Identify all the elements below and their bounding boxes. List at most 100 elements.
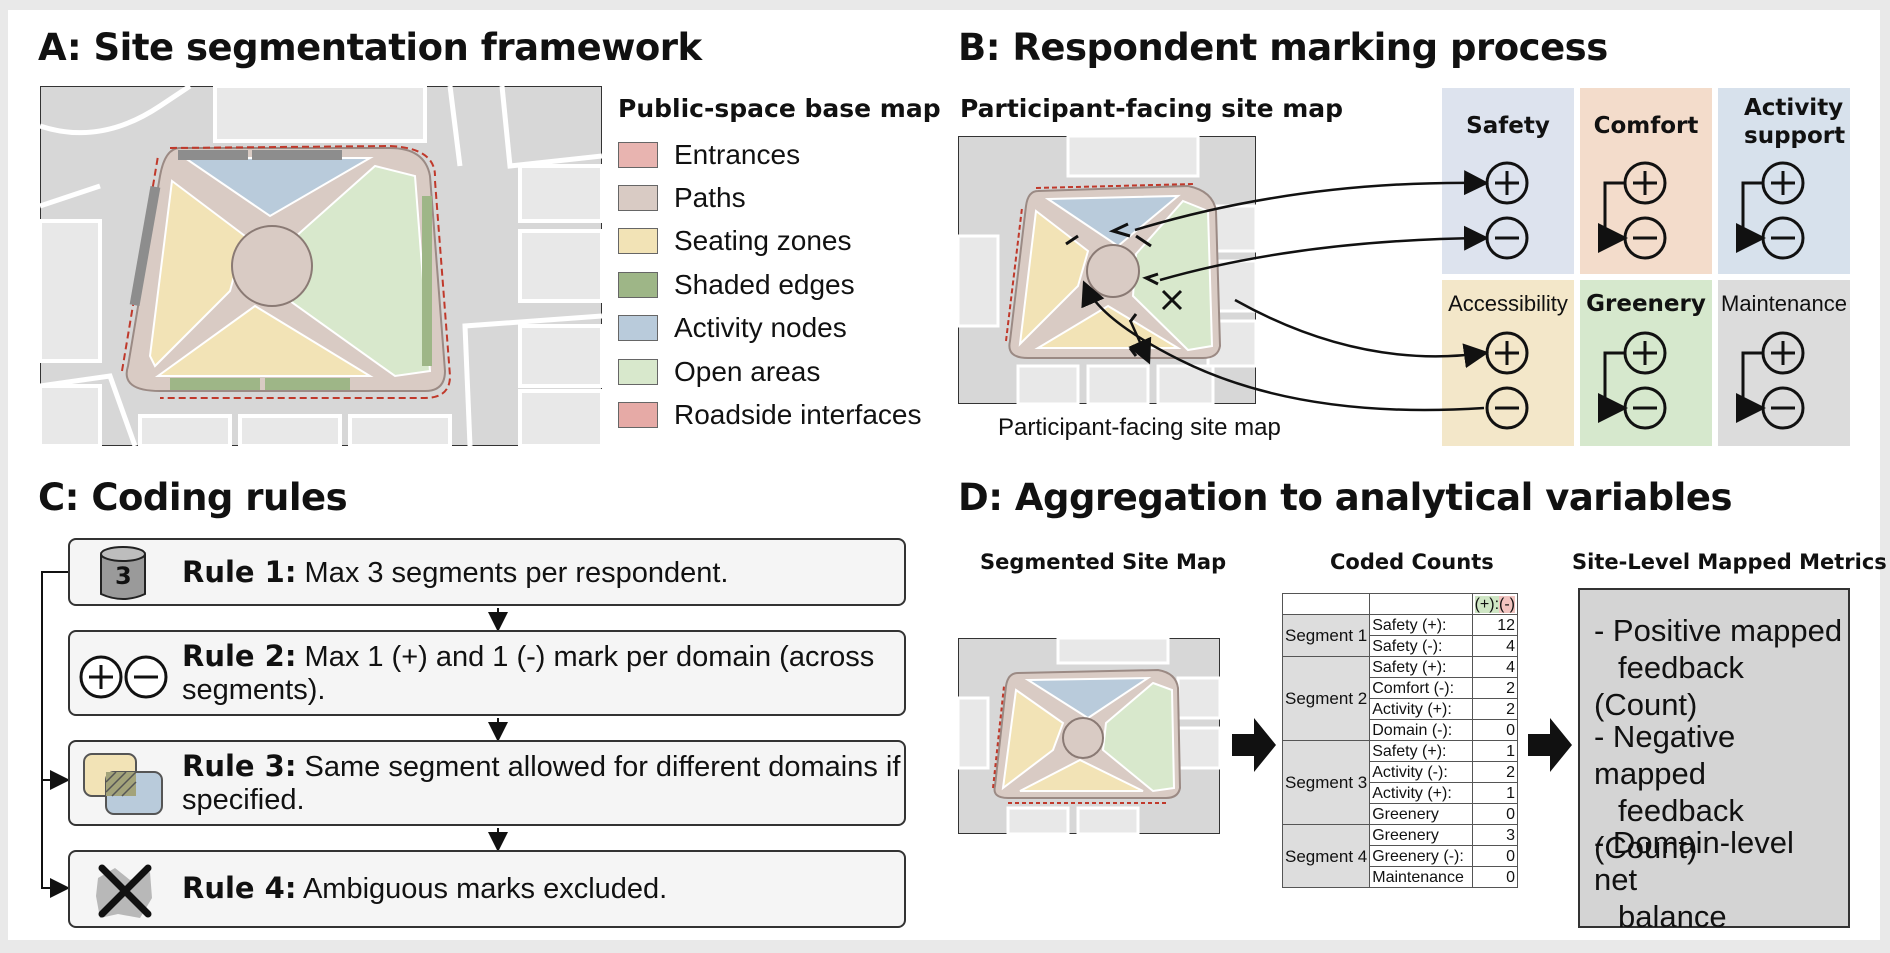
row-value: 1 [1471, 782, 1519, 804]
segment-label: Segment 4 [1281, 824, 1371, 888]
plus-minus-symbols [1485, 161, 1805, 430]
metric-line: - Negative mapped [1594, 719, 1736, 791]
row-label: Safety (+): [1369, 740, 1473, 762]
table-row: Safety (-): 4 [1283, 635, 1519, 657]
row-value: 4 [1471, 656, 1519, 678]
metric-positive: - Positive mapped feedback (Count) [1594, 612, 1844, 723]
row-label: Greenery (-): [1369, 845, 1473, 867]
rule-3-text: Rule 3: Same segment allowed for differe… [182, 750, 900, 817]
segmented-site-map [958, 638, 1220, 834]
table-row: Segment 2 Safety (+): 4 [1281, 656, 1519, 741]
table-row: Activity (+): 1 [1283, 782, 1519, 804]
rule-label: Rule 1: [182, 555, 297, 589]
site-map-a [40, 86, 602, 446]
legend-item-entrances: Entrances [618, 138, 800, 172]
metric-domain-balance: - Domain-level net balance [1594, 824, 1844, 935]
domain-title: Greenery [1586, 291, 1706, 317]
legend-swatch [618, 185, 658, 211]
legend-swatch [618, 315, 658, 341]
segment-label: Segment 3 [1281, 740, 1371, 825]
row-value: 4 [1471, 635, 1519, 657]
row-label: Activity (-): [1369, 761, 1473, 783]
rule-1-icon-number: 3 [115, 562, 132, 590]
rule-body-cont: specified. [182, 784, 305, 816]
row-label: Greenery [1369, 824, 1473, 846]
rule-body: Same segment allowed for different domai… [304, 751, 901, 783]
row-value: 12 [1471, 614, 1519, 636]
domain-title: Safety [1466, 113, 1550, 139]
metric-line: - Positive mapped [1594, 613, 1843, 648]
table-row: Activity (+): 2 [1283, 698, 1519, 720]
rule-1: 3 Rule 1: Max 3 segments per respondent. [68, 538, 906, 606]
participant-site-map [958, 136, 1256, 404]
row-value: 1 [1471, 740, 1519, 762]
legend-label: Open areas [674, 356, 821, 387]
legend-label: Shaded edges [674, 269, 855, 300]
row-label: Safety (-): [1369, 635, 1473, 657]
domain-title: Accessibility [1448, 291, 1568, 316]
cylinder-icon [100, 546, 146, 600]
row-label: Safety (+): [1369, 614, 1473, 636]
row-value: 2 [1471, 761, 1519, 783]
rule-2: Rule 2: Max 1 (+) and 1 (-) mark per dom… [68, 630, 906, 716]
legend-label: Paths [674, 182, 746, 213]
legend-swatch [618, 272, 658, 298]
header-plus: (+): [1474, 595, 1500, 613]
legend-item-activity-nodes: Activity nodes [618, 311, 847, 345]
legend-swatch [618, 142, 658, 168]
legend-swatch [618, 228, 658, 254]
metric-line: feedback (Count) [1594, 793, 1744, 865]
segmented-map-title: Segmented Site Map [980, 550, 1227, 574]
rule-label: Rule 2: [182, 639, 297, 673]
overlap-segments-icon [83, 753, 163, 815]
row-label: Greenery [1369, 803, 1473, 825]
rule-4-text: Rule 4: Ambiguous marks excluded. [182, 872, 667, 906]
row-label: Domain (-): [1369, 719, 1473, 741]
table-header-row: (+):(-) [1281, 593, 1519, 615]
legend-item-shaded-edges: Shaded edges [618, 268, 855, 302]
arrow-right-icon [1232, 718, 1276, 772]
table-row: Segment 1 Safety (+): 12 [1281, 614, 1519, 657]
domain-title: Maintenance [1721, 291, 1847, 316]
site-level-metrics-box: - Positive mapped feedback (Count) - Neg… [1578, 588, 1850, 934]
legend-item-open-areas: Open areas [618, 355, 820, 389]
metrics-title: Site-Level Mapped Metrics [1572, 550, 1887, 574]
header-minus: (-) [1499, 595, 1515, 613]
segment-label: Segment 1 [1281, 614, 1371, 657]
legend-label: Seating zones [674, 225, 852, 256]
rule-3: Rule 3: Same segment allowed for differe… [68, 740, 906, 826]
table-row: Segment 4 Greenery 3 [1281, 824, 1519, 888]
coded-counts-title: Coded Counts [1330, 550, 1494, 574]
participant-map-caption: Participant-facing site map [998, 414, 1281, 441]
plus-minus-icon [79, 655, 168, 699]
rule-body: Max 1 (+) and 1 (-) mark per domain (acr… [304, 641, 875, 673]
legend-item-roadside-interfaces: Roadside interfaces [618, 398, 921, 432]
rule-body: Ambiguous marks excluded. [302, 873, 668, 905]
rule-label: Rule 4: [182, 871, 297, 905]
metric-negative: - Negative mapped feedback (Count) [1594, 718, 1844, 866]
domain-title: Comfort [1593, 113, 1699, 139]
metric-line: balance [1618, 899, 1727, 934]
table-cell [1281, 593, 1371, 615]
metric-line: - Domain-level net [1594, 825, 1794, 897]
arrow-right-icon [1528, 718, 1572, 772]
row-value: 0 [1471, 803, 1519, 825]
coded-counts-table: (+):(-) Segment 1 Safety (+): 12 Safety … [1281, 593, 1519, 888]
panel-a-title: A: Site segmentation framework [38, 26, 702, 69]
row-value: 3 [1471, 824, 1519, 846]
row-label: Comfort (-): [1369, 677, 1473, 699]
table-cell [1369, 593, 1473, 615]
rule-body: Max 3 segments per respondent. [304, 557, 729, 589]
row-value: 0 [1471, 866, 1519, 888]
row-label: Safety (+): [1369, 656, 1473, 678]
excluded-x-icon [96, 864, 152, 918]
rule-4: Rule 4: Ambiguous marks excluded. [68, 850, 906, 928]
row-label: Activity (+): [1369, 782, 1473, 804]
legend-swatch [618, 402, 658, 428]
rule-2-text: Rule 2: Max 1 (+) and 1 (-) mark per dom… [182, 640, 874, 707]
panel-c-title: C: Coding rules [38, 476, 348, 519]
row-value: 0 [1471, 719, 1519, 741]
